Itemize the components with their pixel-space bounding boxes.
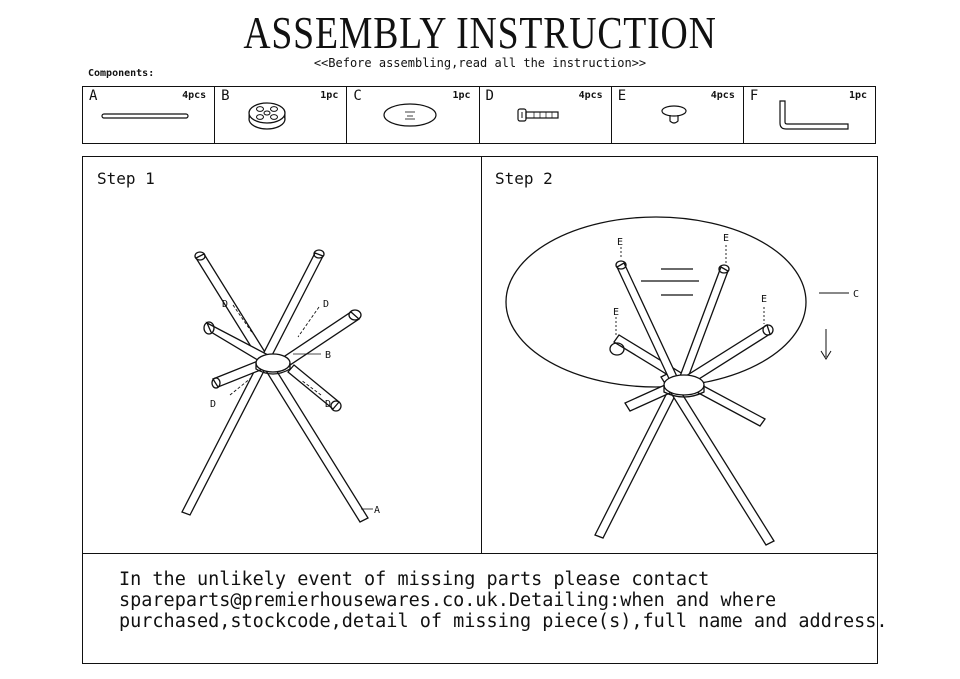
component-letter: F [749, 88, 759, 104]
component-qty: 1pc [320, 90, 339, 101]
component-qty: 4pcs [710, 90, 735, 101]
step-1-diagram: D D D D B A [181, 249, 380, 523]
steps-panel: Step 1 [82, 156, 878, 554]
component-qty: 4pcs [578, 90, 603, 101]
callout-d: D [222, 299, 228, 310]
component-b: B 1pc [215, 87, 348, 143]
callout-e: E [617, 237, 623, 248]
component-qty: 4pcs [182, 90, 207, 101]
component-a: A 4pcs [83, 87, 216, 143]
component-c: C 1pc [347, 87, 480, 143]
component-e: E 4pcs [612, 87, 744, 143]
components-table: A 4pcs B 1pc C 1pc D 4pcs [82, 86, 876, 144]
page-title: ASSEMBLY INSTRUCTION [243, 7, 717, 58]
callout-b: B [325, 350, 331, 361]
step-1-title: Step 1 [97, 169, 155, 188]
allen-key-icon [779, 100, 849, 130]
leg-rod-icon [101, 113, 189, 119]
component-f: F 1pc [744, 87, 875, 143]
bolt-icon [516, 108, 559, 122]
note-line: spareparts@premierhousewares.co.uk.Detai… [119, 590, 777, 611]
callout-d: D [210, 399, 216, 410]
hub-connector-icon [248, 102, 286, 130]
component-letter: C [353, 88, 362, 104]
component-qty: 1pc [848, 90, 868, 101]
callout-d: D [323, 299, 329, 310]
callout-c: C [853, 289, 859, 300]
callout-e: E [761, 294, 767, 305]
component-letter: B [221, 88, 230, 104]
callout-a: A [374, 505, 380, 516]
callout-e: E [723, 233, 729, 244]
component-d: D 4pcs [480, 87, 612, 143]
component-qty: 1pc [452, 90, 471, 101]
step-2: Step 2 [481, 157, 877, 553]
step-2-title: Step 2 [495, 169, 553, 188]
suction-pad-icon [661, 105, 687, 124]
note-line: purchased,stockcode,detail of missing pi… [119, 611, 888, 632]
components-label: Components: [88, 68, 155, 79]
component-letter: E [617, 88, 627, 104]
callout-d: D [325, 399, 331, 410]
step-2-diagram: E E E E C [505, 216, 859, 546]
missing-parts-note: In the unlikely event of missing parts p… [82, 553, 888, 664]
step-1: Step 1 [83, 157, 482, 553]
component-letter: A [89, 88, 98, 104]
page-subtitle: <<Before assembling,read all the instruc… [313, 56, 647, 70]
glass-top-icon [383, 103, 437, 127]
callout-e: E [613, 307, 619, 318]
component-letter: D [485, 88, 494, 104]
note-line: In the unlikely event of missing parts p… [119, 569, 710, 590]
